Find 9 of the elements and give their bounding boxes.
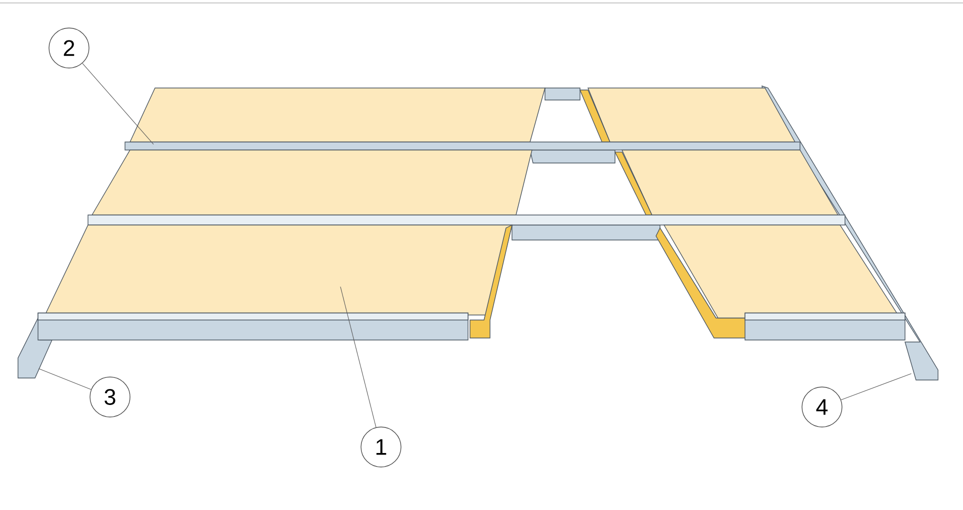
steel-profile <box>18 316 53 378</box>
leader-line <box>340 286 376 428</box>
callout-number: 1 <box>360 426 402 468</box>
callout-number: 4 <box>802 386 842 428</box>
leader-line <box>82 63 154 145</box>
callout-number: 3 <box>90 376 130 418</box>
callout-number: 2 <box>48 28 90 68</box>
leader-line <box>840 373 912 400</box>
leader-line <box>38 368 92 390</box>
